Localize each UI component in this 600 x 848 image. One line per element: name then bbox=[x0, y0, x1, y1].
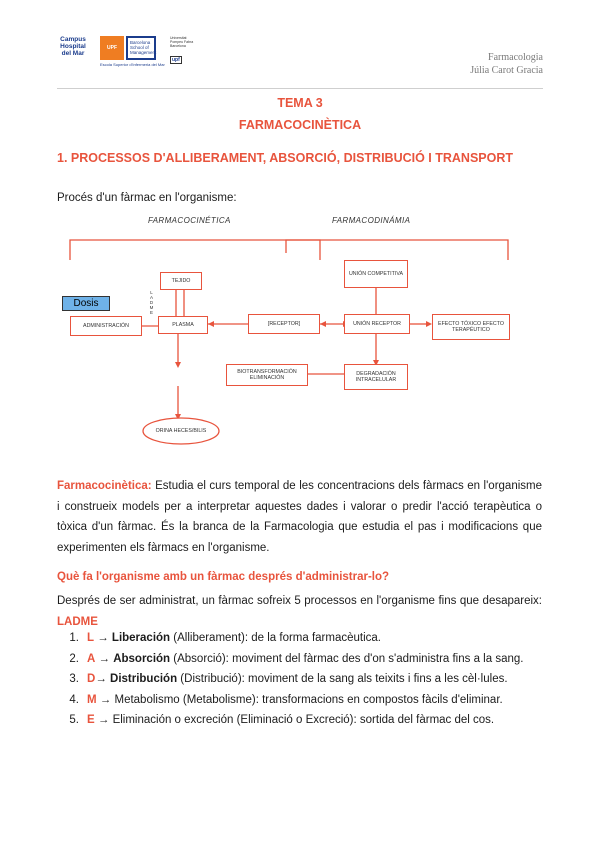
farmacodinamia-bracket bbox=[285, 239, 509, 260]
tema-number: TEMA 3 bbox=[277, 96, 323, 110]
logo1-line: Hospital bbox=[60, 43, 86, 50]
ladme-letter: D bbox=[149, 300, 154, 305]
ladme-letter: M bbox=[149, 305, 154, 310]
diagram-intro: Procés d'un fàrmac en l'organisme: bbox=[57, 192, 237, 204]
plasma-box: PLASMA bbox=[158, 316, 208, 334]
administracion-box: ADMINISTRACIÓN bbox=[70, 316, 142, 336]
step-letter: D bbox=[87, 673, 96, 685]
step-text: (Absorció): moviment del fàrmac des d'on… bbox=[170, 652, 524, 665]
step-arrow: → bbox=[95, 673, 111, 685]
list-item: 1. L → Liberación (Alliberament): de la … bbox=[57, 628, 542, 649]
list-number: 3. bbox=[69, 673, 79, 685]
campus-hospital-del-mar-logo: Campus Hospital del Mar bbox=[54, 36, 92, 66]
step-text: (Distribució): moviment de la sang als t… bbox=[177, 673, 508, 685]
farmacodinamia-label: FARMACODINÁMIA bbox=[332, 216, 411, 225]
orina-label: ORINA HECES/BILIS bbox=[155, 427, 207, 434]
list-item: 3. D→ Distribución (Distribució): movime… bbox=[57, 669, 542, 690]
question-paragraph: Després de ser administrat, un fàrmac so… bbox=[57, 591, 542, 632]
list-number: 4. bbox=[69, 693, 79, 706]
upf-bsm-logo: UPF Barcelona School of Management bbox=[100, 36, 158, 66]
question-text: Després de ser administrat, un fàrmac so… bbox=[57, 595, 542, 607]
farmacocinetica-paragraph: Farmacocinètica: Estudia el curs tempora… bbox=[57, 476, 542, 558]
list-number: 2. bbox=[69, 652, 79, 665]
upf-logo: Universitat Pompeu Fabra Barcelona upf bbox=[170, 36, 206, 66]
logo3-box: upf bbox=[170, 56, 182, 64]
step-term: Absorción bbox=[113, 652, 171, 665]
tema-title: FARMACOCINÈTICA bbox=[238, 118, 362, 132]
header-meta: Farmacologia Júlia Carot Gracia bbox=[470, 51, 543, 77]
farmacocinetica-term: Farmacocinètica: bbox=[57, 480, 152, 492]
list-item: 5. E → Eliminación o excreción (Eliminac… bbox=[57, 710, 542, 731]
step-letter: L bbox=[87, 632, 95, 644]
ladme-vertical: L A D M E bbox=[149, 290, 154, 315]
logo2-blue-mark: Barcelona School of Management bbox=[126, 36, 156, 60]
union-receptor-box: UNIÓN RECEPTOR bbox=[344, 314, 410, 334]
step-text: (Alliberament): de la forma farmacèutica… bbox=[170, 632, 381, 644]
ladme-acronym: LADME bbox=[57, 615, 98, 628]
logo1-line: Campus bbox=[60, 36, 86, 43]
list-item: 4. M → Metabolismo (Metabolisme): transf… bbox=[57, 690, 542, 711]
farmacocinetica-label: FARMACOCINÉTICA bbox=[148, 216, 231, 225]
union-competitiva-box: UNIÓN COMPETITIVA bbox=[344, 260, 408, 288]
ladme-letter: A bbox=[149, 295, 153, 300]
tejido-box: TEJIDO bbox=[160, 272, 202, 290]
orina-ellipse bbox=[142, 417, 220, 445]
logo2-subtitle: Escola Superior d'Infermeria del Mar bbox=[100, 62, 165, 67]
step-text: Metabolismo (Metabolisme): transformacio… bbox=[114, 693, 503, 706]
biotransformacion-box: BIOTRANSFORMACIÓN ELIMINACIÓN bbox=[226, 364, 308, 386]
ladme-list: 1. L → Liberación (Alliberament): de la … bbox=[57, 628, 542, 731]
author-name: Júlia Carot Gracia bbox=[470, 65, 543, 76]
logo3-line: Barcelona bbox=[170, 44, 186, 48]
step-arrow: → bbox=[94, 714, 113, 726]
question-heading: Què fa l'organisme amb un fàrmac després… bbox=[57, 571, 390, 583]
farmacocinetica-text: Estudia el curs temporal de les concentr… bbox=[57, 480, 542, 554]
step-arrow: → bbox=[95, 652, 114, 665]
list-number: 1. bbox=[69, 632, 79, 644]
step-letter: M bbox=[87, 693, 97, 706]
farmacocinetica-bracket bbox=[69, 239, 321, 260]
logo3-line: Universitat bbox=[170, 36, 187, 40]
degradacion-box: DEGRADACIÓN INTRACELULAR bbox=[344, 364, 408, 390]
section-heading: 1. PROCESSOS D'ALLIBERAMENT, ABSORCIÓ, D… bbox=[57, 151, 514, 165]
step-arrow: → bbox=[94, 632, 112, 644]
pharmacology-diagram: FARMACOCINÉTICA FARMACODINÁMIA Dosis L A… bbox=[58, 208, 528, 448]
step-letter: A bbox=[87, 652, 96, 665]
list-number: 5. bbox=[69, 714, 79, 726]
subject-name: Farmacologia bbox=[488, 52, 543, 63]
efecto-box: EFECTO TÓXICO EFECTO TERAPÉUTICO bbox=[432, 314, 510, 340]
receptor-box: [RECEPTOR] bbox=[248, 314, 320, 334]
logo1-line: del Mar bbox=[61, 50, 85, 57]
logo2-orange-mark: UPF bbox=[100, 36, 124, 60]
ladme-letter: L bbox=[150, 290, 153, 295]
step-term: Distribución bbox=[110, 673, 178, 685]
logo3-line: Pompeu Fabra bbox=[170, 40, 194, 44]
step-term: Liberación bbox=[111, 632, 171, 644]
dosis-label: Dosis bbox=[62, 296, 110, 311]
step-text: Eliminación o excreción (Eliminació o Ex… bbox=[112, 714, 495, 726]
header-divider bbox=[57, 88, 543, 89]
ladme-letter: E bbox=[149, 310, 153, 315]
step-arrow: → bbox=[96, 693, 115, 706]
list-item: 2. A → Absorción (Absorció): moviment de… bbox=[57, 649, 542, 670]
step-letter: E bbox=[87, 714, 95, 726]
